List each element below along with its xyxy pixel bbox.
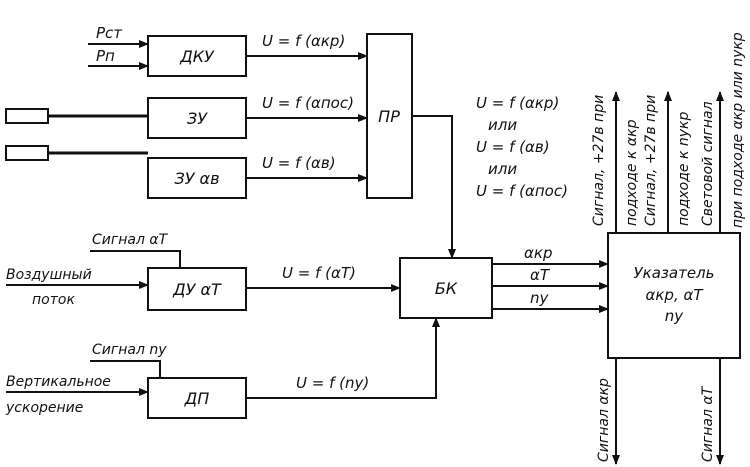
- block-pr-label: ПР: [378, 107, 400, 126]
- block-dp-label: ДП: [184, 389, 210, 408]
- indicator-label-3: nу: [665, 307, 685, 325]
- sensor-vane-2: [5, 145, 49, 161]
- out-label-5: Световой сигнал: [700, 101, 716, 226]
- out-label-down-1: Сигнал αкр: [596, 378, 612, 462]
- label-pst: Pст: [96, 24, 123, 42]
- arrow-pr-to-bk: [412, 115, 456, 259]
- or-label-4: или: [488, 160, 517, 178]
- signal-u-at: U = f (αT): [282, 264, 356, 282]
- block-zu1-label: ЗУ: [187, 109, 208, 128]
- line-signal-at: [90, 250, 181, 268]
- sensor-vane-1: [5, 108, 49, 124]
- line-signal-ny: [90, 360, 161, 378]
- signal-u-akr: U = f (αкр): [262, 32, 345, 50]
- label-signal-ny: Сигнал nу: [92, 342, 167, 358]
- block-du-label: ДУ αT: [172, 280, 222, 299]
- signal-u-ny: U = f (nу): [296, 374, 369, 392]
- or-label-5: U = f (αпос): [476, 182, 568, 200]
- out-label-1: Сигнал, +27в при: [591, 95, 607, 226]
- or-label-1: U = f (αкр): [476, 94, 559, 112]
- out-label-4: подходе к nукр: [676, 111, 692, 226]
- indicator-label-1: Указатель: [634, 264, 715, 282]
- block-dp: [147, 377, 247, 419]
- bk-out-akr: αкр: [524, 244, 552, 262]
- arrow-dp-to-bk: [246, 317, 440, 399]
- block-dku-label: ДКУ: [179, 47, 215, 66]
- label-vert-1: Вертикальное: [6, 374, 111, 390]
- label-airflow-1: Воздушный: [6, 267, 92, 283]
- signal-u-ab: U = f (αв): [262, 154, 336, 172]
- block-bk: [399, 257, 493, 319]
- out-label-6: при подходе αкр или nукр: [730, 32, 746, 228]
- out-label-2: подходе к αкр: [624, 119, 640, 226]
- block-indicator: [607, 232, 741, 359]
- label-vert-2: ускорение: [5, 400, 83, 416]
- out-label-3: Сигнал, +27в при: [643, 95, 659, 226]
- indicator-label-2: αкр, αT: [645, 286, 704, 304]
- out-label-down-2: Сигнал αT: [700, 385, 716, 462]
- bk-out-ny: nу: [530, 289, 550, 307]
- label-signal-at: Сигнал αT: [92, 232, 169, 248]
- bk-out-at: αT: [530, 266, 551, 284]
- signal-u-apos: U = f (αпос): [262, 94, 354, 112]
- block-zu-1: [147, 97, 247, 139]
- label-airflow-2: поток: [32, 292, 75, 308]
- or-label-2: или: [488, 116, 517, 134]
- or-label-3: U = f (αв): [476, 138, 550, 156]
- block-zu-2: [147, 157, 247, 199]
- block-zu2-label: ЗУ αв: [174, 169, 219, 188]
- label-pp: Pп: [96, 47, 115, 65]
- block-dku: [147, 35, 247, 77]
- block-bk-label: БК: [435, 279, 458, 298]
- block-du: [147, 267, 247, 311]
